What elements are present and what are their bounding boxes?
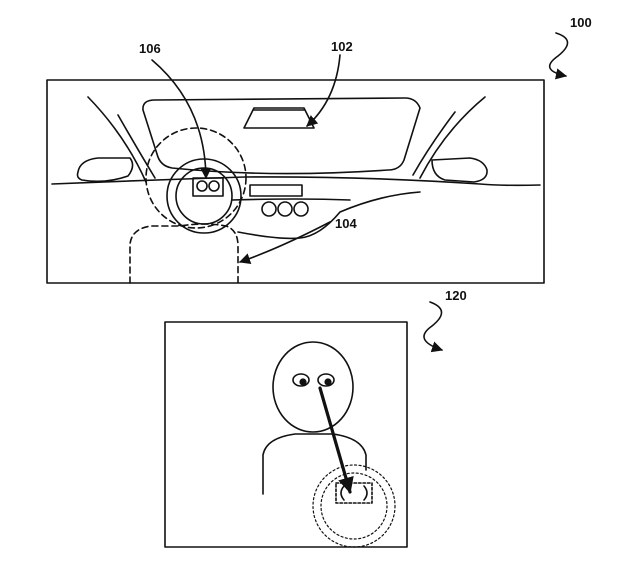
reference-label-106: 106 [139,41,161,56]
leader-100 [548,32,569,80]
dashboard-lower-line [231,198,351,201]
driver-head [272,341,354,433]
driver-torso [262,433,367,495]
camera-image-frame [164,321,408,548]
reference-label-104: 104 [335,216,357,231]
cabin-frame [46,79,545,284]
dash-knob-right [293,201,309,217]
vehicle-cabin-view: 106 102 104 100 [46,15,592,284]
left-a-pillar [87,96,147,183]
left-a-pillar-inner [117,114,156,179]
dashboard-line [51,176,541,187]
right-a-pillar-inner [412,111,456,176]
camera-lens-right [208,180,220,192]
reference-label-100: 100 [570,15,592,30]
leader-120 [423,301,444,353]
camera-lens-left [196,180,208,192]
gaze-zone-inner [320,472,388,540]
left-eye [292,373,310,387]
gaze-target-box [335,482,373,504]
leader-104 [238,221,331,264]
driver-eyes [292,373,335,387]
detection-zone [145,127,247,229]
right-eye [317,373,335,387]
leader-106 [151,59,212,180]
reference-label-120: 120 [445,288,467,303]
radio-display [249,184,303,197]
right-pupil [324,378,332,386]
target-left-bracket [340,485,345,501]
windshield [142,97,421,175]
left-side-mirror [76,157,134,183]
right-a-pillar [419,96,486,179]
dash-knob-left [261,201,277,217]
gaze-vector-arrow [318,386,354,494]
leader-102 [306,54,341,127]
reference-label-102: 102 [331,39,353,54]
right-side-mirror [431,157,488,183]
left-pupil [299,378,307,386]
target-right-bracket [363,485,368,501]
dash-knob-middle [277,201,293,217]
driver-silhouette [129,223,239,284]
console-contour [237,191,421,240]
camera-image-view: 120 [164,288,467,548]
rear-view-mirror [243,107,315,129]
gaze-zone-outer [312,464,396,548]
